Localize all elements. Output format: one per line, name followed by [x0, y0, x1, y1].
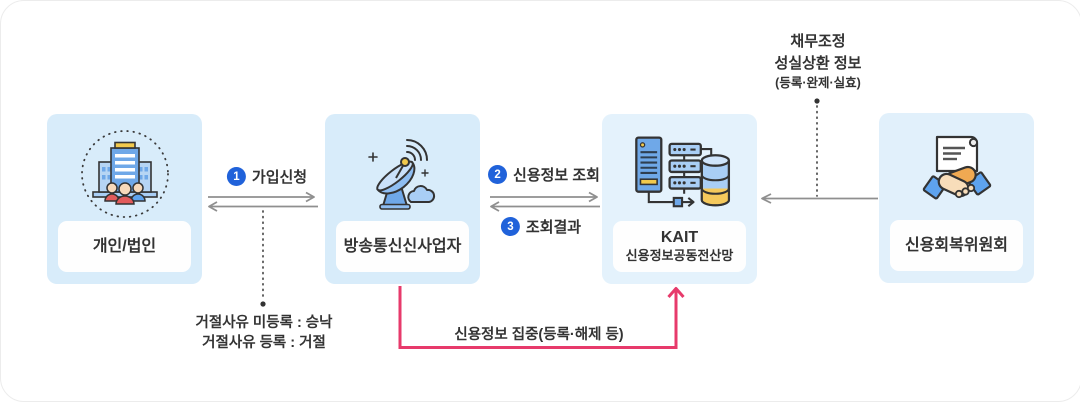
arrow-credit-inquiry [490, 191, 600, 212]
dotted-line-reject [260, 210, 266, 307]
debt-note-line1: 채무조정 [790, 33, 846, 50]
node-credit-recovery-committee: 신용회복위원회 [879, 113, 1034, 283]
step-badge-2: 2 [488, 165, 508, 184]
arrow-ccrs-to-kait [761, 193, 878, 204]
step-badge-1: 1 [226, 167, 246, 186]
collection-label: 신용정보 집중(등록·해제 등) [454, 327, 624, 343]
node-label-kait: KAIT 신용정보공동전산망 [613, 221, 746, 272]
reject-note-line2: 거절사유 등록 : 거절 [202, 335, 326, 351]
flow-label-inquiry-text: 신용정보 조회 [513, 167, 600, 184]
node-label-telecom: 방송통신신사업자 [336, 221, 469, 272]
kait-title: KAIT [660, 229, 699, 247]
satellite-dish-icon [325, 120, 480, 228]
handshake-document-icon [879, 119, 1034, 227]
node-label-individual: 개인/법인 [58, 221, 191, 272]
server-database-icon [602, 120, 757, 228]
flow-label-result-text: 조회결과 [525, 219, 582, 236]
debt-note-line3: (등록·완제·실효) [775, 76, 861, 90]
flow-label-inquiry: 2 신용정보 조회 [488, 164, 600, 185]
debt-note-line2: 성실상환 정보 [774, 55, 862, 72]
node-telecom-operator: 방송통신신사업자 [325, 114, 480, 284]
reject-note: 거절사유 미등록 : 승낙 거절사유 등록 : 거절 [196, 313, 333, 353]
step-badge-3: 3 [500, 217, 520, 236]
node-label-ccrs: 신용회복위원회 [890, 220, 1023, 271]
dotted-line-debt [814, 98, 820, 197]
debt-note: 채무조정 성실상환 정보 (등록·완제·실효) [775, 31, 862, 92]
flow-label-join: 1 가입신청 [226, 166, 308, 187]
kait-subtitle: 신용정보공동전산망 [625, 248, 734, 264]
arrow-join-request [208, 191, 318, 212]
node-individual: 개인/법인 [47, 114, 202, 284]
flow-label-join-text: 가입신청 [251, 169, 308, 186]
building-people-icon [47, 120, 202, 228]
reject-note-line1: 거절사유 미등록 : 승낙 [195, 315, 333, 331]
node-kait: KAIT 신용정보공동전산망 [602, 114, 757, 284]
flow-label-result: 3 조회결과 [500, 216, 582, 237]
